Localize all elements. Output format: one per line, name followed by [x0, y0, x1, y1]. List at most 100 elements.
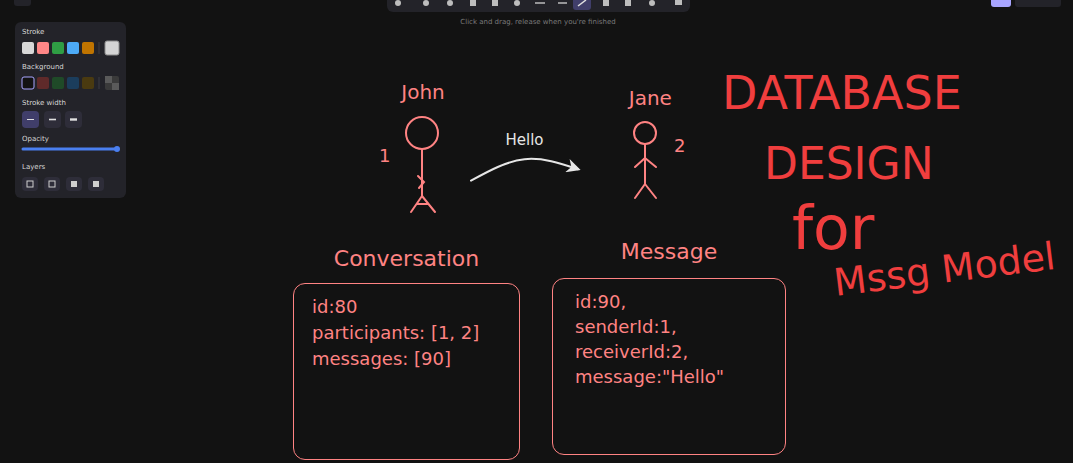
chrome-circle: [447, 0, 453, 6]
chrome-rect: [112, 83, 119, 90]
chrome-rect: [67, 77, 79, 89]
chrome-circle: [514, 0, 520, 6]
text-line: messages: [90]: [312, 346, 479, 372]
chrome-circle: [395, 0, 401, 6]
chrome-rect: [49, 181, 55, 187]
chrome-rect: [492, 0, 498, 6]
chrome-rect: [37, 42, 49, 54]
chrome-rect: [66, 177, 82, 191]
chrome-rect: [105, 76, 112, 83]
stick-figure: [628, 120, 664, 202]
panel-section-label: Stroke width: [22, 99, 66, 107]
chrome-rect: [625, 0, 631, 6]
chrome-rect: [470, 0, 476, 6]
text-line: id:80: [312, 294, 479, 320]
chrome-rect: [387, 0, 690, 12]
chrome-rect: [37, 77, 49, 89]
chrome-line: [578, 0, 586, 6]
panel-section-label: Layers: [22, 163, 45, 171]
chrome-rect: [22, 77, 34, 89]
chrome-rect: [22, 177, 38, 191]
callout-number: 1: [379, 145, 390, 166]
chrome-rect: [15, 22, 126, 198]
stick-figure-part: [644, 144, 646, 184]
text-line: DESIGN: [764, 138, 1057, 190]
toolbar: [387, 0, 690, 12]
chrome-rect: [52, 42, 64, 54]
stick-figure-part: [635, 158, 645, 167]
text-line: id:90,: [575, 289, 724, 314]
person-name: Jane: [629, 86, 672, 110]
chrome-rect: [88, 177, 104, 191]
chrome-line: [99, 77, 100, 89]
stick-figure-strokes: [406, 117, 438, 212]
chrome-line: [27, 119, 34, 120]
hint-text: Click and drag, release when you're fini…: [460, 18, 615, 26]
chrome-rect: [65, 111, 82, 128]
callout-number: 2: [674, 135, 685, 156]
chrome-line: [23, 148, 117, 151]
stick-figure-strokes: [634, 122, 656, 198]
stick-figure-part: [421, 149, 423, 196]
chrome-rect: [603, 0, 609, 6]
stick-figure-part: [645, 184, 656, 198]
stick-figure-part: [418, 176, 424, 188]
stick-figure-part: [634, 122, 656, 144]
stick-figure-part: [417, 203, 428, 205]
person-figure: John1: [395, 112, 451, 216]
arrow-connector: [471, 159, 578, 181]
chrome-circle: [114, 146, 120, 152]
text-line: participants: [1, 2]: [312, 320, 479, 346]
chrome-circle: [649, 0, 655, 6]
record-box: Conversationid:80 participants: [1, 2] m…: [293, 283, 520, 460]
box-heading: Message: [621, 239, 717, 264]
chrome-rect: [44, 177, 60, 191]
chrome-rect: [105, 41, 119, 55]
chrome-rect: [44, 111, 61, 128]
chrome-rect: [52, 77, 64, 89]
stick-figure-part: [635, 184, 645, 198]
chrome-rect: [82, 77, 94, 89]
chrome-rect: [93, 181, 99, 187]
chrome-rect: [991, 0, 1011, 7]
chrome-line: [99, 42, 100, 54]
chrome-circle: [423, 0, 429, 6]
chrome-rect: [22, 42, 34, 54]
stick-figure-part: [645, 158, 656, 167]
chrome-rect: [14, 0, 31, 6]
box-heading: Conversation: [334, 246, 479, 271]
record-box: Messageid:90, senderId:1, receiverId:2, …: [552, 278, 786, 455]
chrome-line: [49, 119, 56, 121]
record-fields: id:90, senderId:1, receiverId:2, message…: [575, 289, 724, 389]
chrome-rect: [105, 76, 119, 90]
chrome-rect: [27, 181, 33, 187]
chrome-line: [70, 118, 77, 120]
text-line: senderId:1,: [575, 314, 724, 339]
top-left-button: [14, 0, 31, 6]
chrome-rect: [573, 0, 591, 10]
stick-figure: [395, 112, 451, 216]
title-handwriting: DATABASE DESIGN for Mssg Model: [722, 66, 1057, 306]
chrome-rect: [71, 181, 77, 187]
chrome-rect: [675, 0, 682, 5]
person-figure: Jane2: [628, 120, 664, 202]
chrome-rect: [1015, 0, 1061, 7]
panel-section-label: Opacity: [22, 135, 49, 143]
chrome-line: [535, 2, 545, 4]
edge-label: Hello: [502, 131, 546, 149]
chrome-rect: [82, 42, 94, 54]
record-fields: id:80 participants: [1, 2] messages: [90…: [312, 294, 479, 372]
top-right-buttons: [991, 0, 1061, 7]
chrome-line: [558, 2, 567, 4]
text-line: receiverId:2,: [575, 339, 724, 364]
person-name: John: [401, 80, 445, 104]
chrome-rect: [22, 111, 39, 128]
text-line: DATABASE: [722, 66, 1057, 120]
panel-section-label: Background: [22, 63, 64, 71]
stick-figure-part: [406, 117, 438, 149]
panel-section-label: Stroke: [22, 28, 44, 36]
chrome-rect: [67, 42, 79, 54]
properties-panel: [15, 22, 126, 198]
text-line: message:"Hello": [575, 364, 724, 389]
